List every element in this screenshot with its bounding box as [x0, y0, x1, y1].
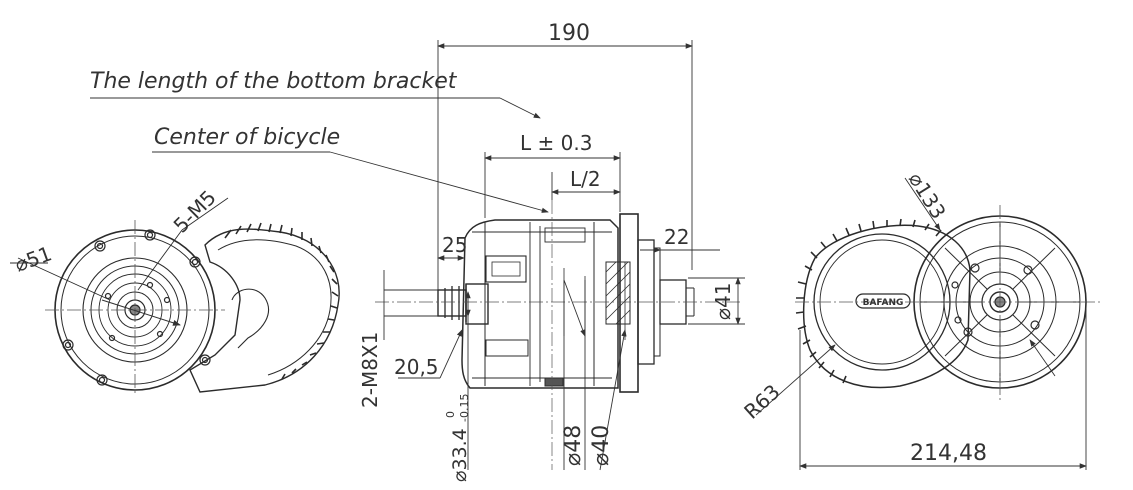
dim-20-5: 20,5 — [394, 355, 439, 379]
dim-2-m8x1: 2-M8X1 — [358, 332, 382, 408]
dim-diameter-33: ⌀33.4 0 -0.15 — [444, 394, 471, 482]
dim-214-48: 214,48 — [910, 441, 987, 466]
middle-dimensions — [90, 40, 745, 471]
dim-25: 25 — [442, 233, 467, 257]
left-housing-fins — [224, 222, 339, 380]
dim-33-tol-lower: -0.15 — [458, 394, 471, 422]
right-view — [795, 205, 1100, 400]
dim-l-half: L/2 — [570, 167, 601, 191]
dim-diameter-51: ⌀51 — [12, 241, 55, 276]
dim-overall-width: 190 — [548, 21, 590, 46]
dim-diameter-133: ⌀133 — [904, 168, 951, 223]
brand-logo: BAFANG — [863, 298, 904, 308]
right-dimensions — [755, 177, 1087, 470]
note-bottom-bracket: The length of the bottom bracket — [90, 69, 458, 94]
dim-33-tol-upper: 0 — [444, 411, 457, 418]
dim-22: 22 — [664, 225, 689, 249]
note-center-of-bicycle: Center of bicycle — [154, 125, 340, 150]
right-bolt-holes — [951, 263, 1040, 337]
right-housing-fins — [795, 218, 942, 384]
dim-diameter-41: ⌀41 — [711, 283, 735, 321]
dim-r63: R63 — [739, 380, 784, 424]
dim-5-m5: 5-M5 — [169, 185, 221, 237]
section-hatch — [605, 261, 631, 325]
left-bolt-holes — [62, 229, 211, 386]
left-view — [10, 197, 340, 395]
dim-diameter-40: ⌀40 — [589, 425, 614, 466]
dim-l-tolerance: L ± 0.3 — [520, 131, 592, 155]
dim-diameter-48: ⌀48 — [561, 425, 586, 466]
dim-33-value: ⌀33.4 — [449, 428, 471, 482]
